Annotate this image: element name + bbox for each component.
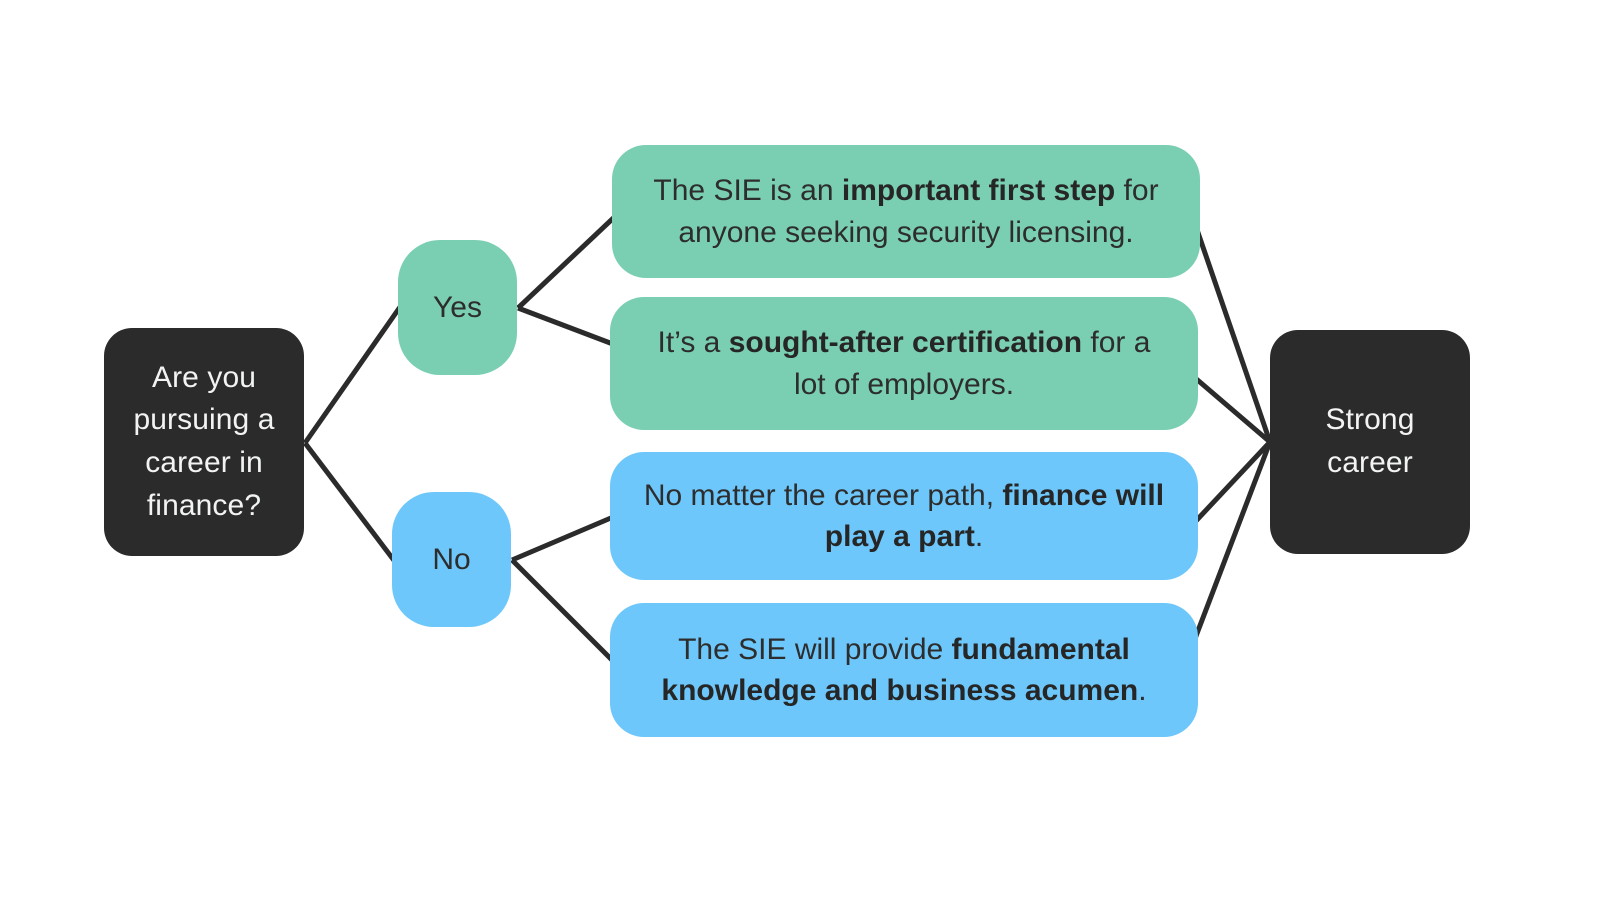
message-bubble-no-1[interactable]: No matter the career path, finance will … <box>610 452 1198 580</box>
message-bubble-yes-2[interactable]: It’s a sought-after certification for a … <box>610 297 1198 430</box>
message-bubble-text: The SIE is an important first step for a… <box>653 174 1159 249</box>
message-bubble-text: The SIE will provide fundamental knowled… <box>661 632 1147 707</box>
edge-bubble-1-to-outcome <box>1191 220 1273 443</box>
decision-label-no: No <box>432 542 471 576</box>
message-bubble-text: It’s a sought-after certification for a … <box>657 326 1151 401</box>
message-bubble-no-2[interactable]: The SIE will provide fundamental knowled… <box>610 603 1198 737</box>
edge-bubble-3-to-outcome <box>1192 440 1272 525</box>
edge-root-to-yes <box>302 305 403 445</box>
edge-yes-to-bubble-1 <box>516 206 626 310</box>
root-question-label: Are you pursuing a career in finance? <box>133 360 275 522</box>
edge-bubble-2-to-outcome <box>1192 375 1272 444</box>
root-question-node[interactable]: Are you pursuing a career in finance? <box>104 328 304 556</box>
outcome-node[interactable]: Strong career <box>1270 330 1470 554</box>
message-bubble-yes-1[interactable]: The SIE is an important first step for a… <box>612 145 1200 278</box>
outcome-label: Strong career <box>1325 403 1415 479</box>
decision-node-yes[interactable]: Yes <box>398 240 517 375</box>
message-bubble-text: No matter the career path, finance will … <box>643 478 1165 553</box>
decision-node-no[interactable]: No <box>392 492 511 627</box>
decision-label-yes: Yes <box>433 290 482 324</box>
edge-no-to-bubble-4 <box>510 558 627 675</box>
edge-no-to-bubble-3 <box>511 509 626 563</box>
edge-root-to-no <box>303 441 398 565</box>
